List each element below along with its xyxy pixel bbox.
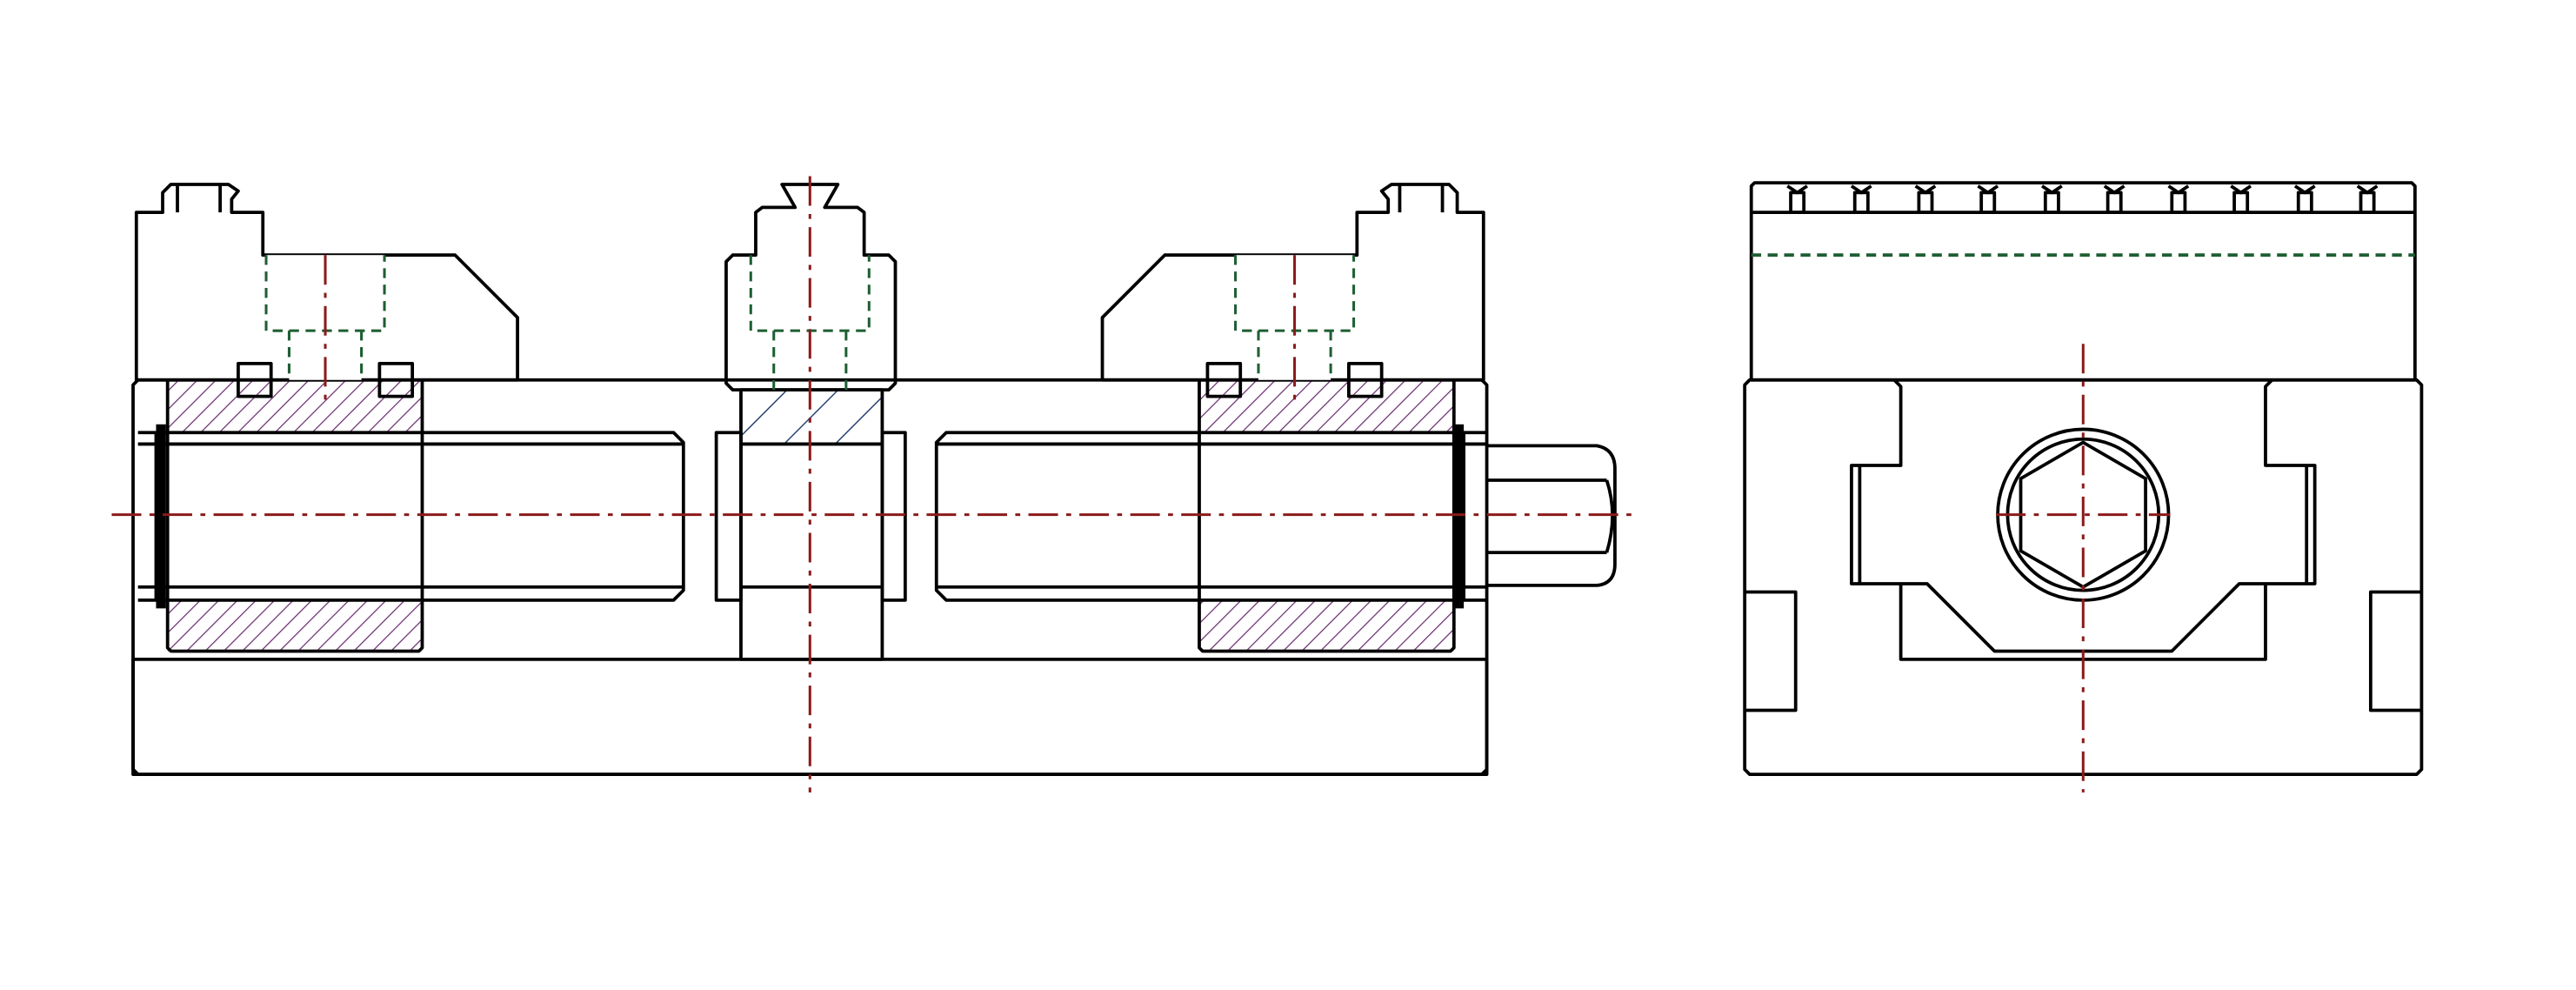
left-nut-outline — [165, 379, 424, 653]
right-jaw — [1100, 183, 1485, 382]
serrated-teeth — [1786, 184, 2379, 214]
right-jaw-groove — [1398, 184, 1445, 213]
jaw-screw — [377, 361, 415, 398]
right-nut-top — [1198, 379, 1454, 433]
jaw-screw — [1347, 361, 1384, 398]
left-jaw — [134, 183, 519, 382]
side-view — [1743, 181, 2424, 793]
right-nut-bottom — [1198, 599, 1454, 652]
left-side-slot — [1745, 590, 1798, 712]
left-nut-bottom — [167, 599, 423, 652]
left-retaining-ring — [156, 424, 166, 609]
side-body-outline — [1743, 378, 2424, 777]
screw-right-section — [934, 431, 1487, 602]
right-side-slot — [2368, 590, 2422, 712]
screw-left-section — [137, 431, 685, 602]
right-washer — [880, 431, 907, 602]
front-section-view — [111, 176, 1632, 793]
jaw-screw — [1205, 361, 1243, 398]
jaw-screw — [237, 361, 273, 398]
left-nut-top — [167, 379, 423, 433]
hex-bolt-head — [1486, 444, 1617, 587]
center-block-hatch — [740, 390, 883, 445]
right-retaining-ring — [1453, 424, 1465, 609]
center-jaw — [724, 183, 898, 391]
left-washer — [714, 431, 743, 602]
left-jaw-groove — [176, 184, 223, 213]
